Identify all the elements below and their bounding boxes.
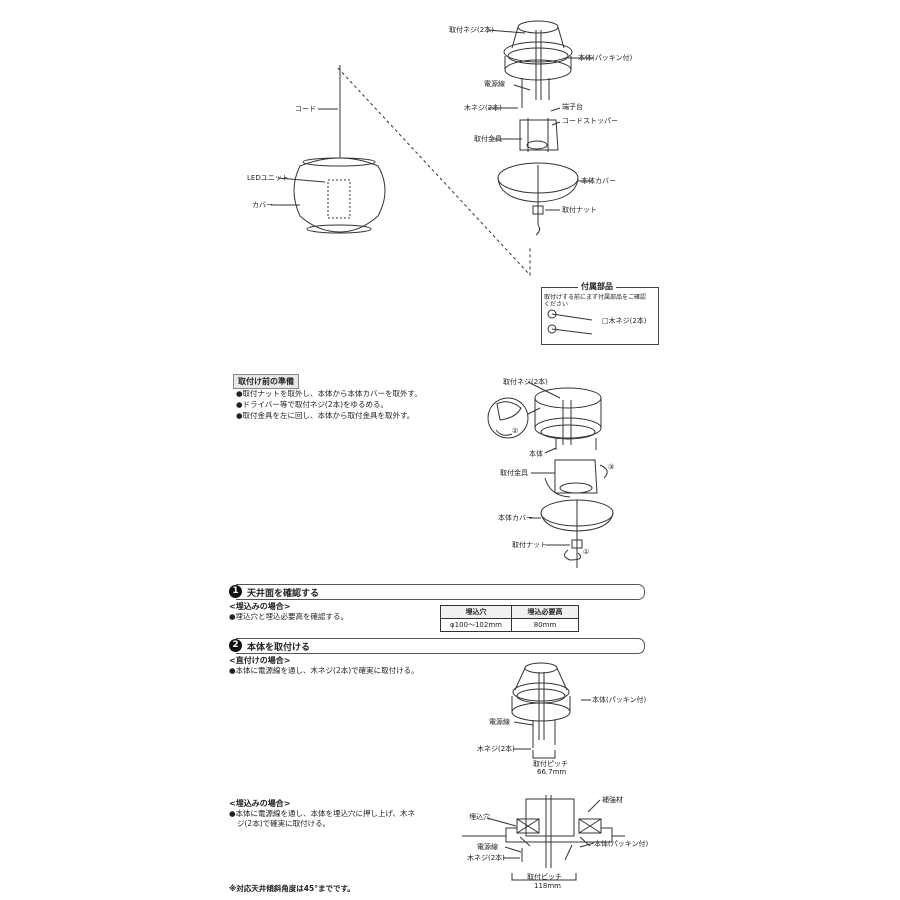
table-header-hole: 埋込穴 — [440, 605, 512, 619]
ceiling-right — [578, 818, 602, 834]
wood-screw-icon-1 — [551, 313, 593, 321]
direct-label-body: 本体(パッキン付) — [592, 696, 647, 704]
label-cover: カバー — [252, 201, 273, 209]
label-terminal-block: 端子台 — [562, 103, 583, 111]
wood-screw-icon-2 — [551, 328, 593, 335]
table-cell-hole: φ100〜102mm — [440, 618, 512, 632]
prep-step-1: ① — [583, 548, 590, 556]
label-cord-stopper: コードストッパー — [562, 117, 618, 125]
section2-bar — [236, 638, 645, 654]
direct-label-wood: 木ネジ(2本) — [477, 745, 515, 753]
prep-label-body: 本体 — [529, 450, 543, 458]
ceiling-board — [462, 827, 625, 837]
section1-sub: <埋込みの場合> — [229, 602, 291, 611]
table-cell-height: 80mm — [511, 618, 579, 632]
prep-bullet-3: ●取付金具を左に回し、本体から取付金具を取外す。 — [236, 411, 415, 420]
section2-title: 本体を取付ける — [247, 643, 311, 653]
accessories-note-1: 取付けする前にまず付属部品をご確認 — [544, 294, 647, 301]
prep-bullet-1: ●取付ナットを取外し、本体から本体カバーを取外す。 — [236, 389, 422, 398]
label-body-packing: 本体(パッキン付) — [578, 54, 633, 62]
label-power-wire: 電源線 — [484, 80, 505, 88]
label-bracket: 取付金具 — [474, 135, 502, 143]
prep-bracket — [554, 459, 598, 494]
bracket-shape — [519, 119, 559, 151]
label-cord: コード — [295, 105, 316, 113]
section2-sub-direct: <直付けの場合> — [229, 656, 291, 665]
prep-title: 取付け前の準備 — [233, 374, 299, 389]
accessories-title: 付属部品 — [578, 281, 616, 292]
prep-label-screw: 取付ネジ(2本) — [503, 378, 548, 386]
connector-dash — [337, 67, 531, 277]
embed-label-hole: 埋込穴 — [469, 813, 490, 821]
section2-sub-embed: <埋込みの場合> — [229, 799, 291, 808]
embed-body — [525, 798, 575, 837]
pendant-shade — [293, 157, 386, 233]
section1-text: ●埋込穴と埋込必要高を確認する。 — [229, 612, 349, 621]
section2-text-embed-1: ●本体に電源線を通し、本体を埋込穴に押し上げ、木ネ — [229, 809, 416, 818]
body-shell — [511, 26, 565, 49]
prep-bullet-2: ●ドライバー等で取付ネジ(2本)をゆるめる。 — [236, 400, 389, 409]
label-wood-screw: 木ネジ(2本) — [464, 104, 502, 112]
pendant-led-unit — [327, 179, 351, 219]
section2-text-embed-2: ジ(2本)で確実に取付ける。 — [237, 819, 331, 828]
accessories-item: □木ネジ(2本) — [602, 317, 647, 325]
nut — [532, 205, 544, 215]
label-mounting-screw: 取付ネジ(2本) — [449, 26, 494, 34]
section1-number: 1 — [229, 585, 242, 598]
embed-spec-table: 埋込穴 埋込必要高 φ100〜102mm 80mm — [440, 605, 579, 632]
pendant-rim — [306, 224, 372, 234]
prep-label-nut: 取付ナット — [512, 541, 547, 549]
direct-label-pitch: 取付ピッチ — [533, 760, 568, 768]
section2-text-direct: ●本体に電源線を通し、木ネジ(2本)で確実に取付ける。 — [229, 666, 419, 675]
prep-label-bracket: 取付金具 — [500, 469, 528, 477]
prep-label-cover: 本体カバー — [498, 514, 533, 522]
label-body-cover: 本体カバー — [581, 177, 616, 185]
embed-label-pitch: 取付ピッチ — [527, 873, 562, 881]
embed-label-pitch-value: 118mm — [534, 882, 561, 890]
section2-number: 2 — [229, 639, 242, 652]
section1-bar — [236, 584, 645, 600]
direct-label-pitch-value: 66.7mm — [537, 768, 567, 776]
table-header-height: 埋込必要高 — [511, 605, 579, 619]
ceiling-left — [516, 818, 540, 834]
label-nut: 取付ナット — [562, 206, 597, 214]
embed-label-power: 電源線 — [477, 843, 498, 851]
footnote: ※対応天井傾斜角度は45°までです。 — [229, 884, 355, 893]
embed-label-reinforce: 補強材 — [602, 796, 623, 804]
section1-title: 天井面を確認する — [247, 589, 320, 599]
prep-step-3: ③ — [608, 463, 615, 471]
embed-label-body: 本体(パッキン付) — [594, 840, 649, 848]
embed-label-wood: 木ネジ(2本) — [467, 854, 505, 862]
body-top — [517, 20, 559, 34]
detail-circle — [487, 397, 529, 439]
direct-label-power: 電源線 — [489, 718, 510, 726]
accessories-note-2: ください — [544, 301, 569, 308]
prep-step-2: ② — [512, 427, 519, 435]
label-led-unit: LEDユニット — [247, 174, 289, 182]
